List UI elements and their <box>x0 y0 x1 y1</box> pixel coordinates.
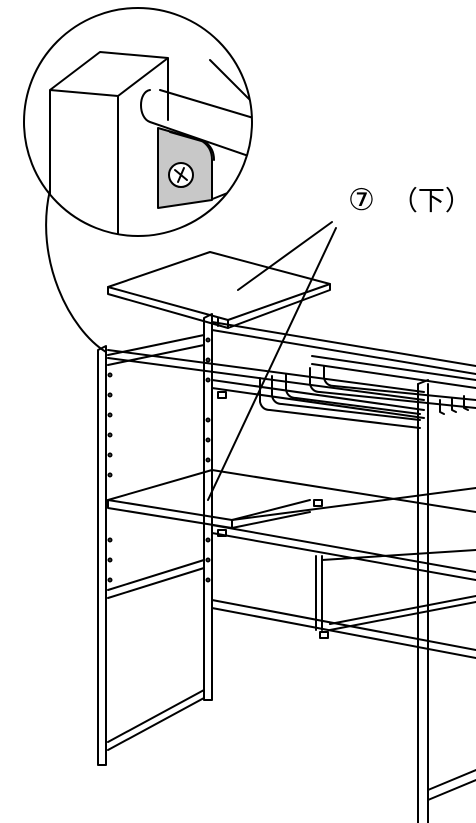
top-shelf-board <box>107 251 331 329</box>
part-number: ⑦ <box>348 183 375 218</box>
leader-lines <box>207 221 337 501</box>
upper-rails <box>107 321 476 419</box>
right-post <box>417 379 476 823</box>
part-note: （下） <box>390 186 472 217</box>
post-holes <box>107 337 211 583</box>
screw-icon <box>168 162 194 188</box>
part-callout: ⑦ （下） <box>348 186 472 216</box>
left-frame <box>97 313 213 766</box>
wire-basket <box>259 355 476 429</box>
fasteners <box>217 391 329 639</box>
detail-magnifier <box>23 7 253 353</box>
mid-rails <box>211 524 476 659</box>
lower-shelf-board <box>107 469 476 529</box>
